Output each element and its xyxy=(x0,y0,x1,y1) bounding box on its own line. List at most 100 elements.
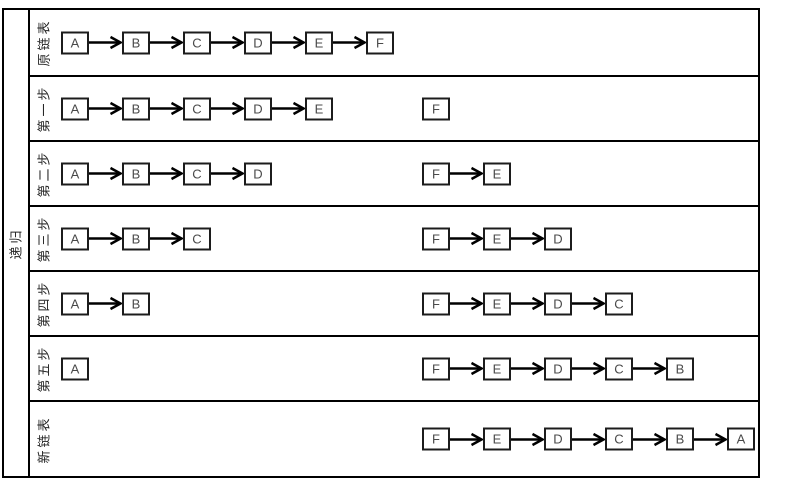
arrow-right-icon xyxy=(272,35,305,50)
arrow-right-icon xyxy=(89,296,122,311)
list-node: B xyxy=(666,427,694,451)
row-label: 第四步 xyxy=(36,279,52,328)
list-node: C xyxy=(605,292,633,315)
list-node: C xyxy=(183,227,211,250)
list-node: E xyxy=(483,357,511,380)
list-node: C xyxy=(183,97,211,120)
arrow-right-icon xyxy=(150,231,183,246)
list-node: F xyxy=(422,97,450,120)
list-node: F xyxy=(422,292,450,315)
row-label-cell: 第五步 xyxy=(30,337,58,400)
arrow-right-icon xyxy=(511,231,544,246)
row-label-cell: 第一步 xyxy=(30,77,58,140)
list-node: D xyxy=(544,427,572,451)
list-node: A xyxy=(61,162,89,185)
row-label-cell: 新链表 xyxy=(30,402,58,476)
arrow-right-icon xyxy=(150,166,183,181)
arrow-right-icon xyxy=(450,296,483,311)
arrow-right-icon xyxy=(211,101,244,116)
row-label-cell: 原链表 xyxy=(30,10,58,75)
list-node: E xyxy=(483,227,511,250)
arrow-right-icon xyxy=(89,231,122,246)
list-node: F xyxy=(422,357,450,380)
recursion-header-label: 递归 xyxy=(8,226,24,260)
list-node: E xyxy=(305,97,333,120)
row-label-cell: 第三步 xyxy=(30,207,58,270)
list-node: A xyxy=(61,31,89,54)
arrow-right-icon xyxy=(89,166,122,181)
arrow-right-icon xyxy=(511,432,544,446)
list-node: B xyxy=(666,357,694,380)
list-node: B xyxy=(122,162,150,185)
arrow-right-icon xyxy=(450,361,483,376)
row-label: 第五步 xyxy=(36,344,52,393)
list-node: C xyxy=(605,357,633,380)
linked-list-chain-right: F xyxy=(422,97,450,120)
list-node: F xyxy=(422,227,450,250)
list-node: E xyxy=(483,162,511,185)
arrow-right-icon xyxy=(450,432,483,446)
list-node: F xyxy=(422,162,450,185)
list-node: B xyxy=(122,31,150,54)
list-node: D xyxy=(544,292,572,315)
list-node: A xyxy=(61,97,89,120)
list-node: B xyxy=(122,227,150,250)
list-node: D xyxy=(544,227,572,250)
list-node: E xyxy=(305,31,333,54)
list-node: A xyxy=(61,357,89,380)
list-node: D xyxy=(544,357,572,380)
list-node: A xyxy=(61,227,89,250)
list-node: F xyxy=(422,427,450,451)
arrow-right-icon xyxy=(150,35,183,50)
arrow-right-icon xyxy=(572,361,605,376)
arrow-right-icon xyxy=(694,432,727,446)
row-label-cell: 第四步 xyxy=(30,272,58,335)
arrow-right-icon xyxy=(272,101,305,116)
row-label: 第二步 xyxy=(36,149,52,198)
row-label: 新链表 xyxy=(36,414,52,464)
table-row: 第一步 A B C D E F xyxy=(30,77,758,142)
list-node: B xyxy=(122,97,150,120)
arrow-right-icon xyxy=(211,35,244,50)
list-node: D xyxy=(244,162,272,185)
arrow-right-icon xyxy=(572,296,605,311)
table-row: 第五步 A F E D C B xyxy=(30,337,758,402)
list-node: E xyxy=(483,292,511,315)
arrow-right-icon xyxy=(150,101,183,116)
table-row: 第三步 A B C F E D xyxy=(30,207,758,272)
row-label: 原链表 xyxy=(36,18,52,67)
arrow-right-icon xyxy=(89,101,122,116)
list-node: D xyxy=(244,97,272,120)
list-node: C xyxy=(183,162,211,185)
arrow-right-icon xyxy=(511,361,544,376)
arrow-right-icon xyxy=(333,35,366,50)
arrow-right-icon xyxy=(89,35,122,50)
list-node: C xyxy=(605,427,633,451)
list-node: E xyxy=(483,427,511,451)
linked-list-chain-left: A B C xyxy=(61,227,211,250)
row-label-cell: 第二步 xyxy=(30,142,58,205)
arrow-right-icon xyxy=(211,166,244,181)
recursion-header-cell: 递归 xyxy=(4,10,30,476)
list-node: A xyxy=(61,292,89,315)
row-label: 第三步 xyxy=(36,214,52,263)
row-label: 第一步 xyxy=(36,84,52,133)
list-node: B xyxy=(122,292,150,315)
linked-list-chain-left: A B C D xyxy=(61,162,272,185)
list-node: C xyxy=(183,31,211,54)
linked-list-chain-left: A B C D E xyxy=(61,97,333,120)
arrow-right-icon xyxy=(633,361,666,376)
